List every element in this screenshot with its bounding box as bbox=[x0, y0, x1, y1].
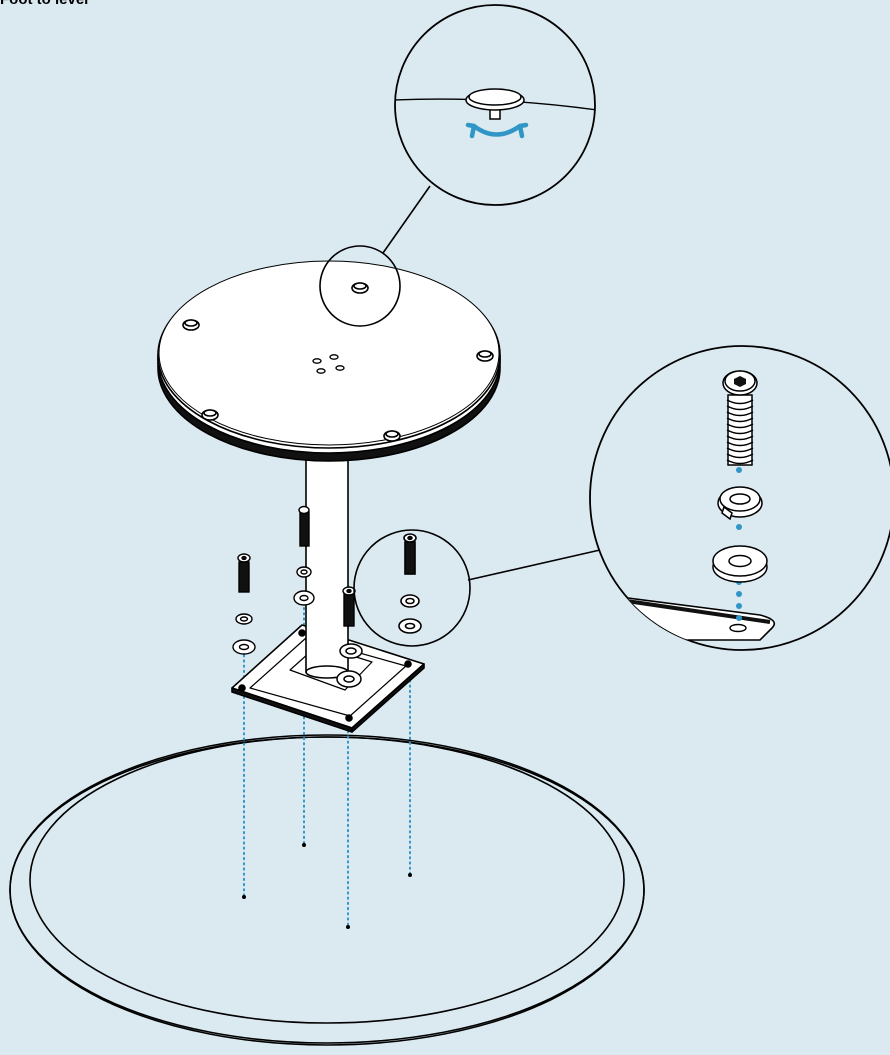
base-disc bbox=[9, 734, 645, 1046]
detail-marker-bolt bbox=[353, 529, 601, 647]
instruction-caption: Foot to level bbox=[0, 0, 88, 8]
tabletop-disc bbox=[157, 260, 501, 462]
zoom-flat-washer bbox=[712, 545, 768, 583]
plate-washers bbox=[336, 643, 363, 688]
loose-bolts bbox=[232, 505, 356, 655]
detail-marker-top bbox=[319, 185, 431, 327]
tabletop-feet bbox=[182, 282, 494, 442]
foot-detail-zoom bbox=[394, 4, 596, 206]
bolt-detail-zoom bbox=[589, 345, 890, 651]
guide-endpoints bbox=[242, 843, 412, 929]
zoom-lock-washer bbox=[717, 486, 763, 521]
zoom-screw bbox=[722, 370, 758, 466]
column bbox=[305, 439, 349, 679]
tabletop-holes bbox=[312, 354, 345, 374]
rotate-arrows-icon bbox=[465, 122, 529, 139]
